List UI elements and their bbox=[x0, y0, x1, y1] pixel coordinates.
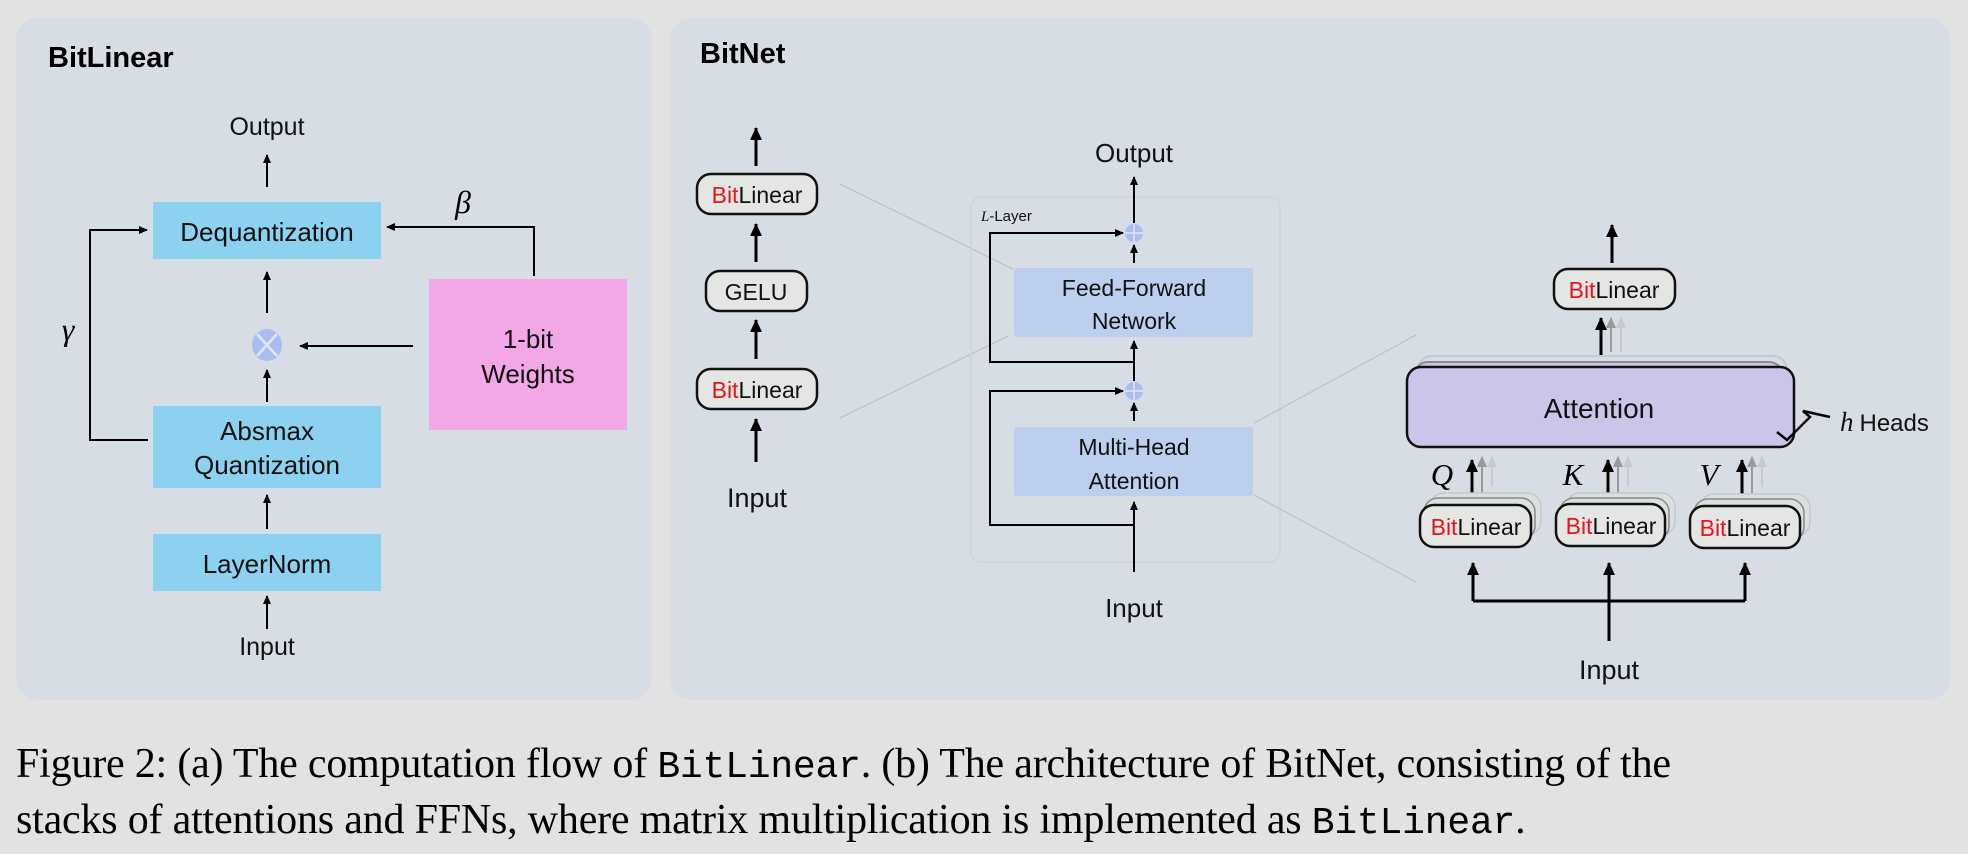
ffn-residual-line bbox=[989, 229, 1134, 363]
multiply-icon bbox=[252, 329, 282, 361]
weights-label-line1: 1-bit bbox=[503, 324, 554, 354]
attn-out-bitlinear-label: BitLinear bbox=[1569, 277, 1660, 303]
caption-text: stacks of attentions and FFNs, where mat… bbox=[16, 797, 1312, 843]
caption-code: BitLinear bbox=[657, 746, 861, 789]
weights-label-line2: Weights bbox=[481, 359, 574, 389]
beta-symbol: β bbox=[454, 184, 471, 220]
attention-block bbox=[1405, 365, 1796, 449]
absmax-label-line1: Absmax bbox=[220, 416, 314, 446]
gelu-label: GELU bbox=[725, 279, 788, 305]
v-bitlinear bbox=[1688, 504, 1802, 550]
add-icon bbox=[1125, 224, 1143, 242]
mha-residual-line bbox=[989, 387, 1134, 526]
l-layer-label: L-Layer bbox=[980, 208, 1032, 225]
ffn-stack-input-label: Input bbox=[727, 483, 788, 513]
q-projection: BitLinear bbox=[1418, 456, 1542, 549]
k-bitlinear-label: BitLinear bbox=[1566, 513, 1657, 539]
gelu-block bbox=[704, 269, 809, 313]
bitlinear-diagram: Output Dequantization Absmax Quantizatio… bbox=[62, 113, 627, 661]
absmax-quantization-block bbox=[153, 406, 381, 488]
caption-text: . bbox=[1515, 797, 1526, 843]
mha-label-line1: Multi-Head bbox=[1078, 434, 1189, 460]
absmax-label-line2: Quantization bbox=[194, 450, 340, 480]
mha-label-line2: Attention bbox=[1089, 468, 1180, 494]
k-bitlinear bbox=[1554, 502, 1667, 548]
bitlinear-title: BitLinear bbox=[48, 42, 174, 74]
v-label: V bbox=[1700, 457, 1722, 492]
one-bit-weights-block bbox=[429, 279, 627, 430]
layernorm-block bbox=[153, 534, 381, 591]
layer-input-label: Input bbox=[1105, 593, 1164, 623]
ffn-bottom-bitlinear-label: BitLinear bbox=[712, 377, 803, 403]
ffn-top-bitlinear bbox=[695, 172, 819, 216]
layernorm-label: LayerNorm bbox=[203, 549, 332, 579]
zoom-guide-line bbox=[1253, 334, 1417, 424]
dequantization-block bbox=[153, 202, 381, 259]
multi-head-attention-block bbox=[1014, 427, 1253, 496]
transformer-layer: Output L-Layer Feed-Forward Network Mult… bbox=[970, 138, 1417, 623]
ffn-label-line1: Feed-Forward bbox=[1062, 275, 1206, 301]
dequantization-label: Dequantization bbox=[180, 217, 353, 247]
ffn-internals: BitLinear GELU BitLinear Input bbox=[695, 127, 1014, 513]
feed-forward-block bbox=[1014, 268, 1253, 337]
zoom-guide-line bbox=[1253, 494, 1417, 583]
k-projection: BitLinear bbox=[1554, 456, 1676, 548]
ffn-top-bitlinear-label: BitLinear bbox=[712, 182, 803, 208]
caption-text: Figure 2: (a) The computation flow of bbox=[16, 741, 658, 787]
caption-line-2: stacks of attentions and FFNs, where mat… bbox=[16, 794, 1961, 850]
q-bitlinear-label: BitLinear bbox=[1431, 514, 1522, 540]
bitlinear-output-label: Output bbox=[229, 113, 304, 141]
ffn-label-line2: Network bbox=[1092, 308, 1177, 334]
bitnet-title: BitNet bbox=[700, 38, 786, 70]
bitlinear-input-label: Input bbox=[239, 633, 295, 661]
attn-out-bitlinear bbox=[1552, 267, 1677, 311]
k-label: K bbox=[1562, 457, 1586, 492]
caption-code: BitLinear bbox=[1311, 802, 1516, 845]
caption-line-1: Figure 2: (a) The computation flow of Bi… bbox=[16, 738, 1961, 794]
caption-text: . (b) The architecture of BitNet, consis… bbox=[860, 741, 1671, 787]
attention-input-label: Input bbox=[1579, 655, 1640, 685]
beta-line bbox=[386, 223, 535, 276]
zoom-guide-line bbox=[839, 183, 1014, 270]
ffn-bottom-bitlinear bbox=[695, 367, 819, 411]
diagram-canvas: Output Dequantization Absmax Quantizatio… bbox=[62, 113, 1929, 685]
gamma-skip-line bbox=[89, 226, 148, 441]
zoom-guide-line bbox=[839, 335, 1009, 419]
add-icon bbox=[1125, 382, 1143, 400]
q-label: Q bbox=[1431, 457, 1453, 492]
v-bitlinear-label: BitLinear bbox=[1700, 515, 1791, 541]
figure-caption: Figure 2: (a) The computation flow of Bi… bbox=[16, 738, 1961, 850]
layer-output-label: Output bbox=[1095, 138, 1174, 168]
v-projection: BitLinear bbox=[1688, 456, 1811, 550]
gamma-symbol: γ bbox=[62, 311, 76, 347]
q-bitlinear bbox=[1418, 503, 1533, 549]
attention-label: Attention bbox=[1544, 393, 1655, 424]
heads-brace bbox=[1776, 409, 1831, 442]
bitnet-panel bbox=[670, 18, 1950, 700]
l-layer-frame bbox=[970, 196, 1281, 563]
